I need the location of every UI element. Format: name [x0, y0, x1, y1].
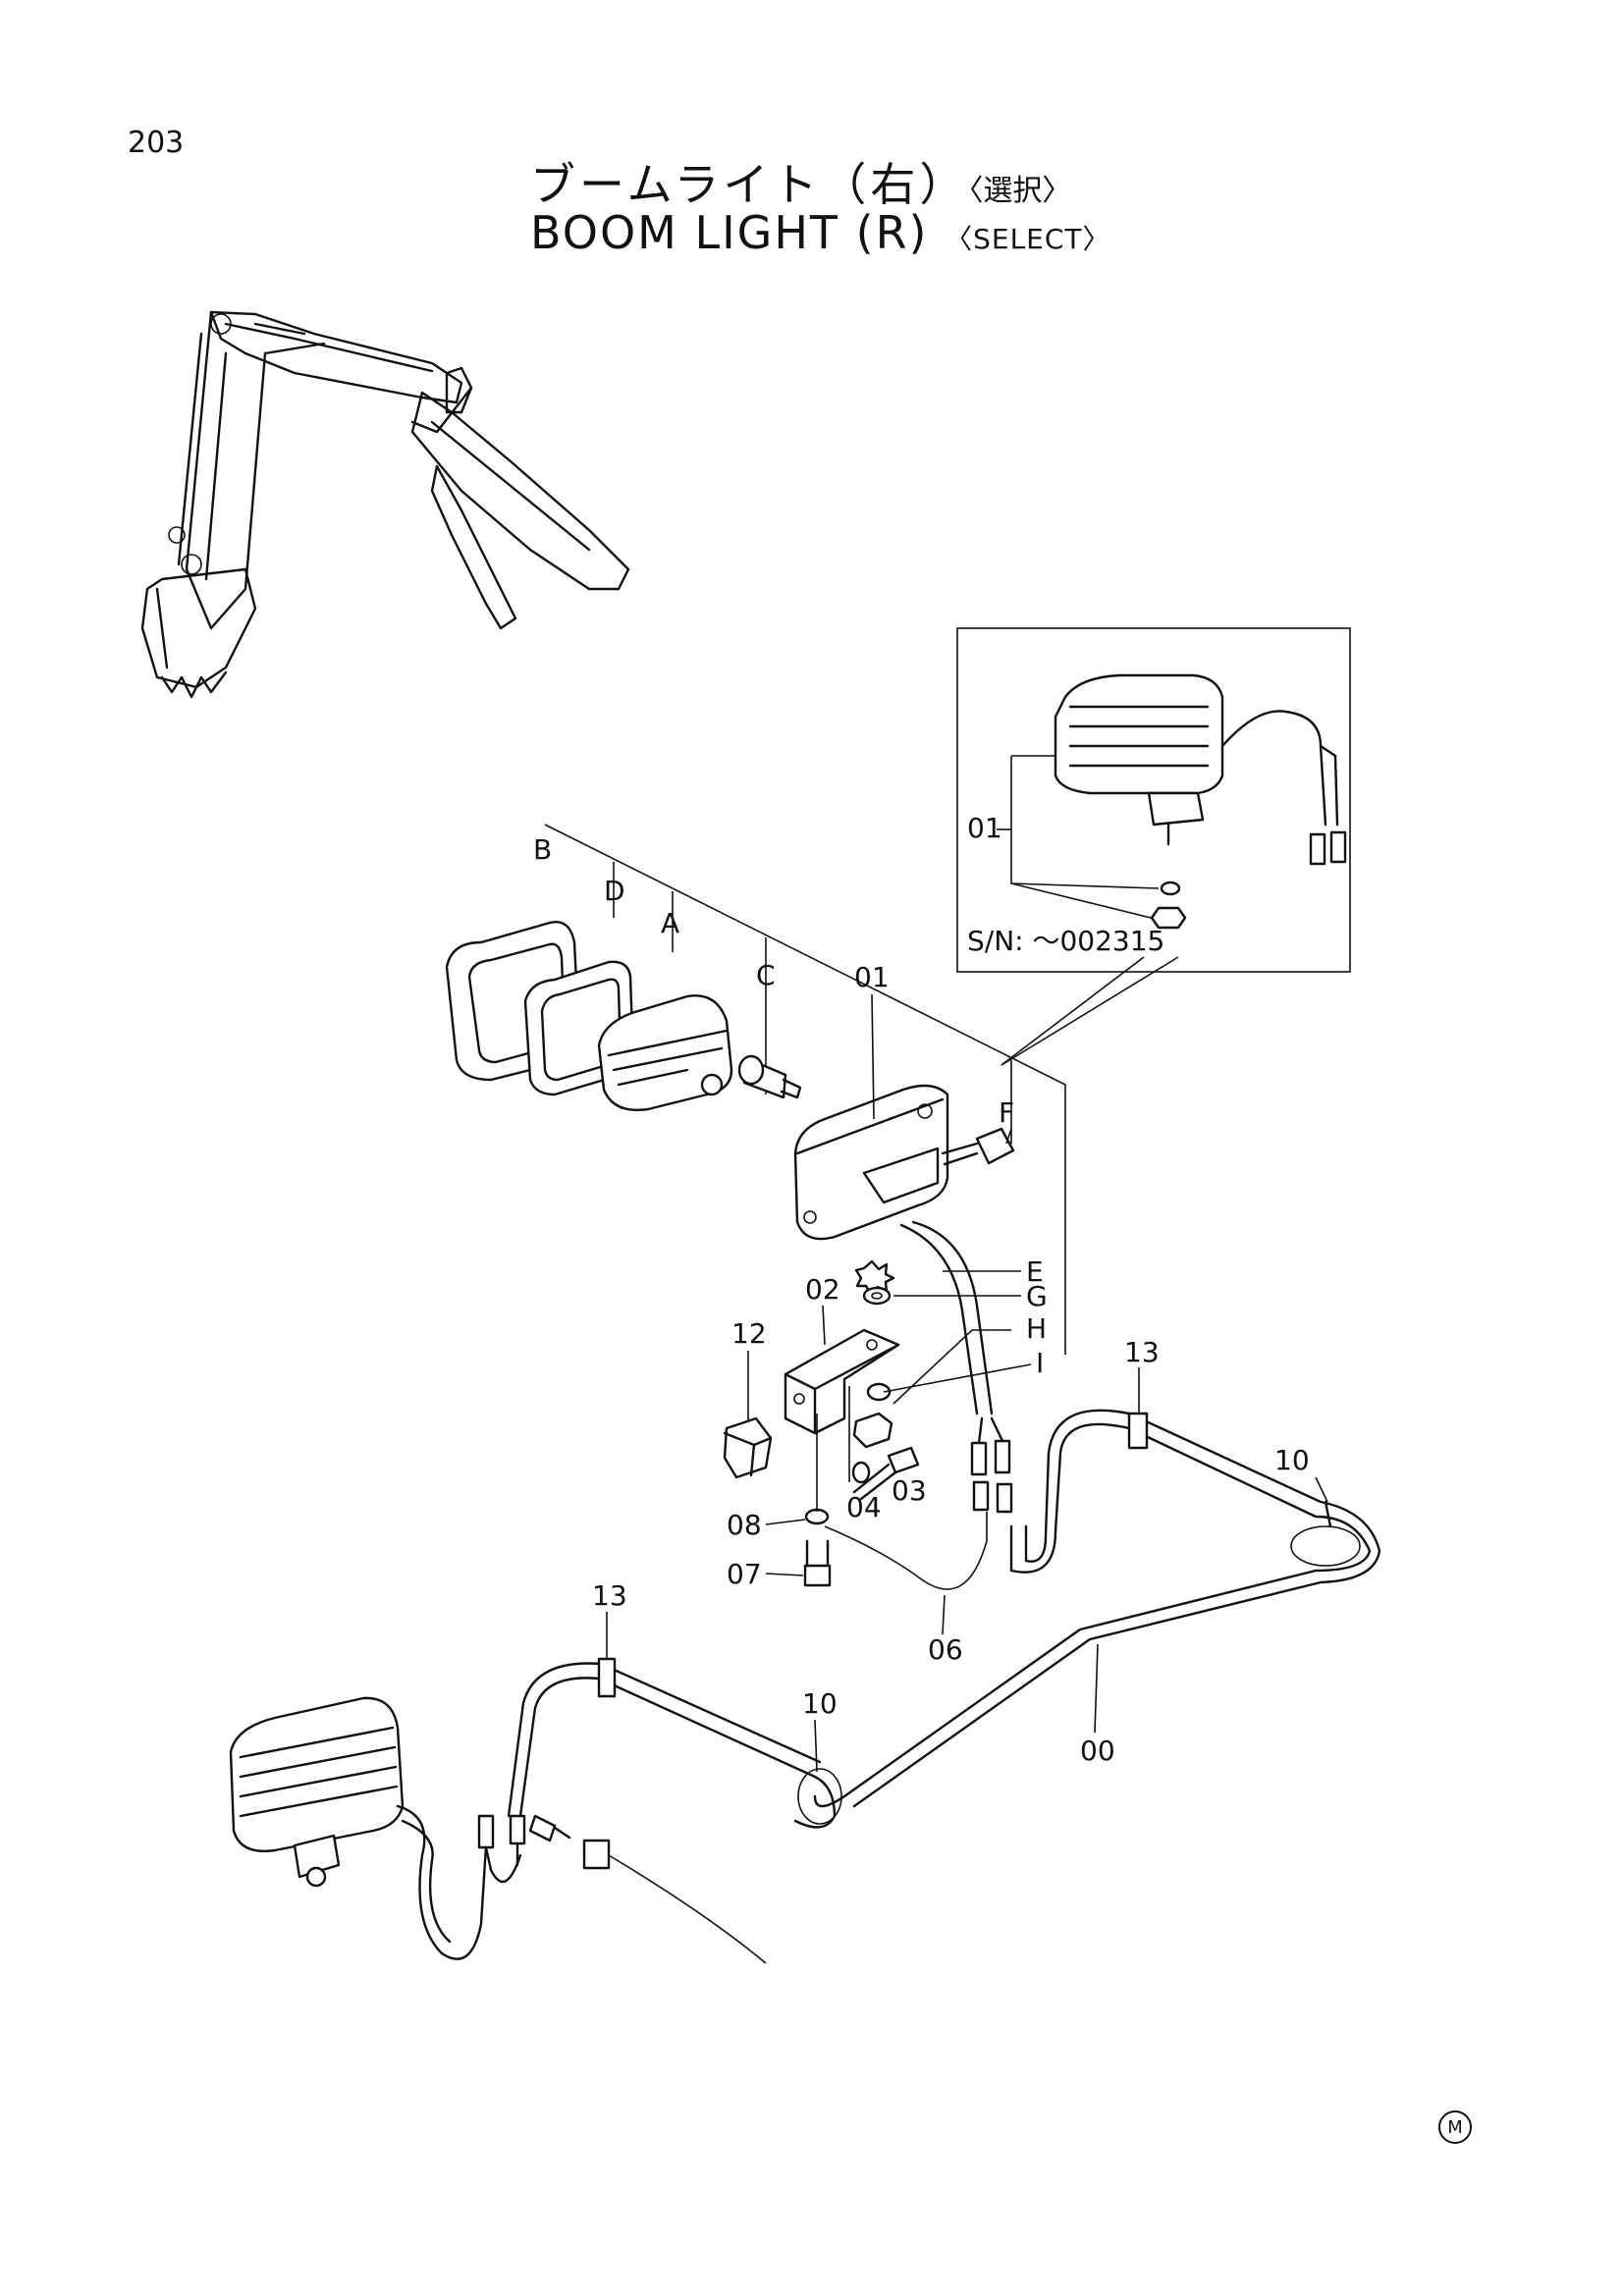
- title-english: BOOM LIGHT (R) 〈SELECT〉: [530, 206, 1111, 259]
- inset-serial-label: S/N: ～002315: [967, 925, 1164, 957]
- callout-03: 03: [892, 1474, 927, 1507]
- callout-F: F: [999, 1096, 1014, 1129]
- callout-I: I: [1036, 1347, 1044, 1379]
- callout-D: D: [604, 875, 625, 907]
- callout-04: 04: [846, 1491, 882, 1523]
- callout-01: 01: [854, 961, 890, 993]
- callout-12: 12: [731, 1317, 767, 1350]
- title-en-select: 〈SELECT〉: [945, 223, 1111, 255]
- callout-10-upper: 10: [1274, 1444, 1310, 1476]
- inset-detail-box: 01 S/N: ～002315: [956, 627, 1351, 1066]
- callout-H: H: [1026, 1312, 1047, 1345]
- callout-G: G: [1026, 1280, 1048, 1312]
- title-japanese: ブームライト（右）〈選択〉: [530, 149, 1071, 214]
- wiring-harness: [229, 1409, 1381, 1964]
- callout-E: E: [1026, 1255, 1044, 1288]
- lamp-assembly-exploded: [445, 824, 1066, 1590]
- callout-00: 00: [1080, 1735, 1115, 1767]
- callout-07: 07: [727, 1558, 762, 1590]
- callout-C: C: [756, 959, 776, 991]
- excavator-overview-drawing: [140, 310, 630, 699]
- title-jp-main: ブームライト（右）: [530, 158, 969, 211]
- title-en-main: BOOM LIGHT (R): [530, 206, 929, 259]
- callout-B: B: [533, 833, 552, 866]
- callout-13-upper: 13: [1124, 1336, 1160, 1368]
- page-number: 203: [128, 126, 185, 160]
- callout-13-lower: 13: [592, 1579, 627, 1612]
- corner-mark-badge: M: [1438, 2110, 1472, 2144]
- callout-06: 06: [928, 1633, 963, 1666]
- callout-labels: B D A C 01 F E G H I 02 12 04 03 08 07 0…: [533, 833, 1328, 1773]
- callout-02: 02: [805, 1273, 840, 1306]
- callout-08: 08: [727, 1509, 762, 1541]
- inset-part-label-01: 01: [967, 812, 1002, 844]
- callout-10-lower: 10: [802, 1687, 838, 1720]
- title-jp-select: 〈選択〉: [968, 174, 1072, 208]
- callout-A: A: [661, 907, 679, 939]
